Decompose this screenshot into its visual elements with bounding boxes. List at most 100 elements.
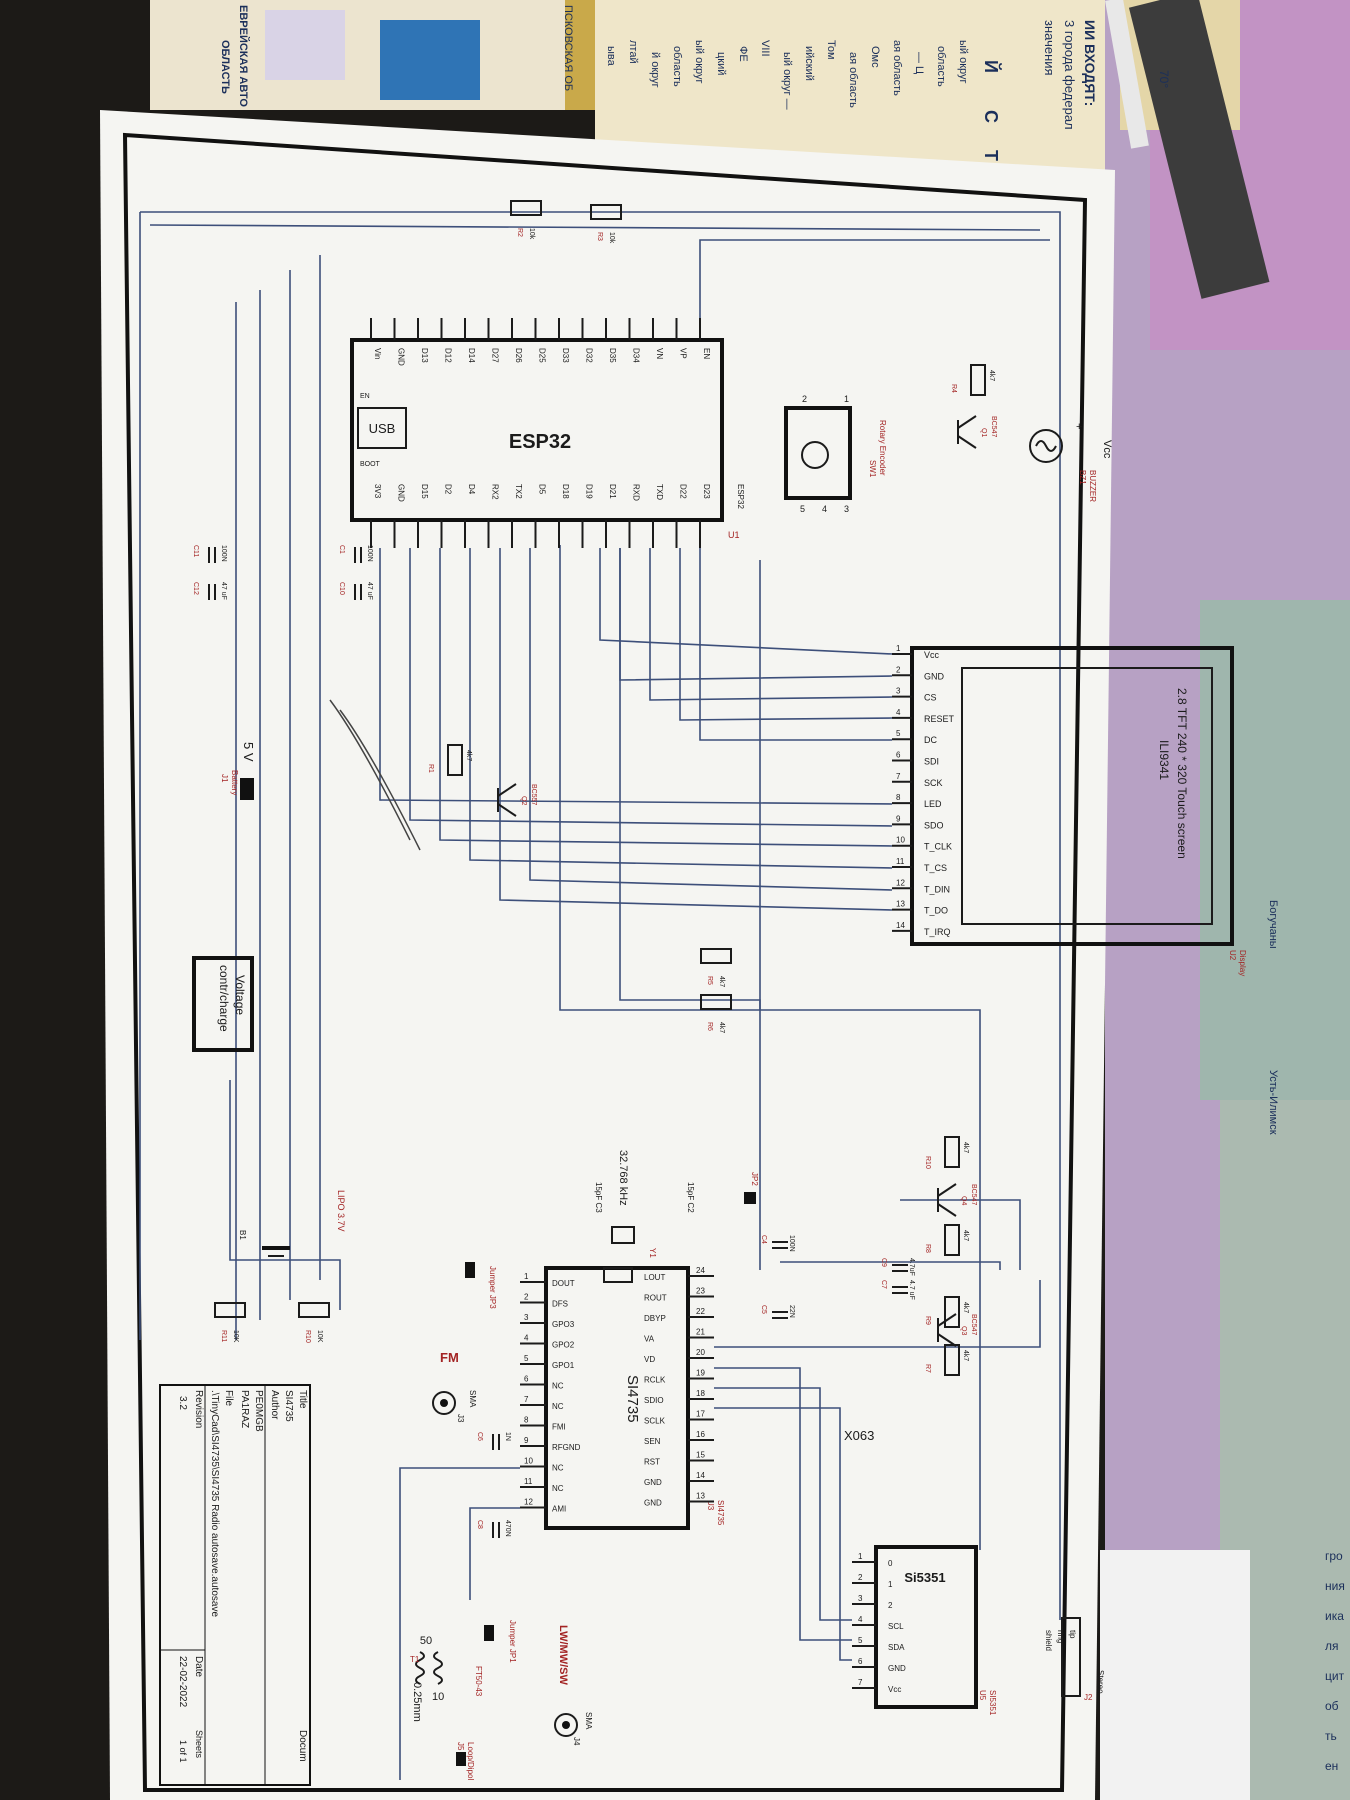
si4735-pin-number: 4 bbox=[524, 1334, 529, 1343]
jack-body bbox=[1061, 1617, 1081, 1697]
si4735-pin-number: 12 bbox=[524, 1498, 533, 1507]
map-label: 70° bbox=[1157, 70, 1171, 88]
atlas-page-left bbox=[150, 0, 580, 110]
atlas-fragment: гро bbox=[1325, 1549, 1343, 1563]
esp32-pin-label: RX2 bbox=[491, 484, 500, 500]
voltage-controller: Voltage contr/charge bbox=[192, 956, 254, 1052]
si4735-pin-number: 5 bbox=[524, 1354, 529, 1363]
atlas-fragment: ика bbox=[1325, 1609, 1344, 1623]
si4735-pin-number: 20 bbox=[696, 1348, 705, 1357]
resistor-ref: R8 bbox=[924, 1244, 931, 1253]
esp32-pin-label: GND bbox=[397, 484, 406, 502]
si4735-pin-label: NC bbox=[552, 1382, 564, 1391]
resistor-ref: R6 bbox=[706, 1022, 713, 1031]
wire-trace bbox=[699, 239, 1050, 318]
atlas-district: ая область bbox=[891, 40, 903, 96]
power-section: LIPO 3.7V B1 5 V Battery J1 bbox=[220, 742, 346, 1257]
encoder-pin: 4 bbox=[822, 504, 827, 514]
esp32-title: ESP32 bbox=[509, 431, 571, 453]
si4735-pin-label: DBYP bbox=[644, 1314, 666, 1323]
resistor-icon bbox=[944, 1224, 960, 1256]
si4735-pin-label: GND bbox=[644, 1478, 662, 1487]
esp32-pin-label: GND bbox=[397, 348, 406, 366]
title-value: SI4735 bbox=[283, 1390, 294, 1422]
capacitor-ref: C4 bbox=[760, 1235, 767, 1244]
wire-trace bbox=[559, 545, 981, 1550]
si4735-pin-number: 17 bbox=[696, 1410, 705, 1419]
si5351-pin-number: 7 bbox=[858, 1678, 863, 1687]
usb-port bbox=[357, 407, 407, 449]
esp32-pin-label: D23 bbox=[702, 484, 711, 499]
si4735-pin-label: NC bbox=[552, 1464, 564, 1473]
atlas-fragment: ния bbox=[1325, 1579, 1345, 1593]
si5351-pin-label: SCL bbox=[888, 1622, 904, 1631]
file-value: .\TinyCad\SI4735\SI4735 Radio autosave.a… bbox=[209, 1390, 220, 1617]
atlas-district: ый округ — bbox=[781, 52, 793, 110]
capacitor-ref: C8 bbox=[476, 1520, 483, 1529]
tft-pin-number: 4 bbox=[896, 708, 901, 717]
wire-trace bbox=[714, 1280, 1041, 1348]
tft-outline bbox=[910, 646, 1234, 946]
resistor-ref: R9 bbox=[924, 1316, 931, 1325]
boot-button-label: BOOT bbox=[360, 461, 381, 468]
esp32-left-pins: ENVPVND34D35D32D33D25D26D27D14D12D13GNDV… bbox=[370, 318, 711, 366]
rotary-encoder: Rotary Encoder SW1 1 2 3 4 5 bbox=[784, 394, 887, 514]
buzzer: Vcc + BUZZER BZ1 bbox=[1029, 421, 1113, 502]
esp32-ref: U1 bbox=[728, 530, 740, 540]
map-label: Богучаны bbox=[1267, 900, 1279, 949]
tft-pin-number: 8 bbox=[896, 793, 901, 802]
esp32-pin-label: D22 bbox=[679, 484, 688, 499]
jp1-label: Jumper JP1 bbox=[508, 1620, 517, 1663]
esp32-pin-label: D13 bbox=[420, 348, 429, 363]
esp32-right-pins: D23D22TXDRXDD21D19D18D5TX2RX2D4D2D15GND3… bbox=[370, 484, 711, 548]
wire-trace bbox=[649, 548, 893, 701]
atlas-district: ийский bbox=[803, 46, 815, 81]
tft-sub: Display bbox=[1238, 950, 1247, 976]
si4735-pin-number: 22 bbox=[696, 1307, 705, 1316]
transistor-icon bbox=[937, 1183, 957, 1197]
si4735-pin-number: 18 bbox=[696, 1389, 705, 1398]
buzzer-vcc: Vcc bbox=[1101, 440, 1113, 459]
esp32-pin-label: TXD bbox=[655, 484, 664, 500]
resistor-value: 4k7 bbox=[962, 1142, 969, 1153]
wire-trace bbox=[679, 548, 893, 721]
jumpers: Jumper JP1 JP2 Jumper JP3 bbox=[465, 1172, 759, 1663]
esp32-pin-label: 3V3 bbox=[373, 484, 382, 499]
resistor-ref: R4 bbox=[950, 384, 957, 393]
encoder-knob-icon bbox=[801, 441, 829, 469]
atlas-fragment: ен bbox=[1325, 1759, 1338, 1773]
tft-pin-label: T_CLK bbox=[924, 842, 952, 852]
esp32-pin-label: D25 bbox=[538, 348, 547, 363]
wire-trace bbox=[599, 548, 893, 655]
wire-trace bbox=[469, 548, 893, 869]
esp32-pin-label: D35 bbox=[608, 348, 617, 363]
wire-trace bbox=[439, 548, 893, 847]
atlas-line: ЕВРЕЙСКАЯ АВТО bbox=[237, 5, 250, 107]
esp32-pin-label: D15 bbox=[420, 484, 429, 499]
capacitor-value: 470N bbox=[504, 1520, 511, 1537]
title-label: Title bbox=[297, 1390, 308, 1409]
si4735-pin-label: SCLK bbox=[644, 1417, 666, 1426]
fm-sma-label: SMA bbox=[468, 1390, 477, 1408]
tft-pin-label: SDI bbox=[924, 757, 939, 767]
si4735-pin-label: FMI bbox=[552, 1423, 566, 1432]
si5351-pin-number: 3 bbox=[858, 1594, 863, 1603]
encoder-pin: 2 bbox=[802, 394, 807, 404]
si4735-pin-label: SDIO bbox=[644, 1396, 664, 1405]
si4735-pin-number: 11 bbox=[524, 1477, 533, 1486]
coat-of-arms bbox=[380, 20, 480, 100]
resistor-ref: R1 bbox=[427, 764, 434, 773]
wire-trace bbox=[499, 548, 893, 911]
si4735-notch bbox=[603, 1267, 633, 1283]
wire-trace bbox=[714, 1407, 852, 1661]
battery-label: LIPO 3.7V bbox=[336, 1190, 346, 1232]
si5351-pin-number: 4 bbox=[858, 1615, 863, 1624]
transistor-ref: Q2 bbox=[520, 796, 527, 805]
resistor-value: 4k7 bbox=[962, 1230, 969, 1241]
tft-pin-number: 14 bbox=[896, 921, 905, 930]
resistor-icon bbox=[214, 1302, 246, 1318]
lw-label: LW/MW/SW bbox=[557, 1625, 569, 1685]
